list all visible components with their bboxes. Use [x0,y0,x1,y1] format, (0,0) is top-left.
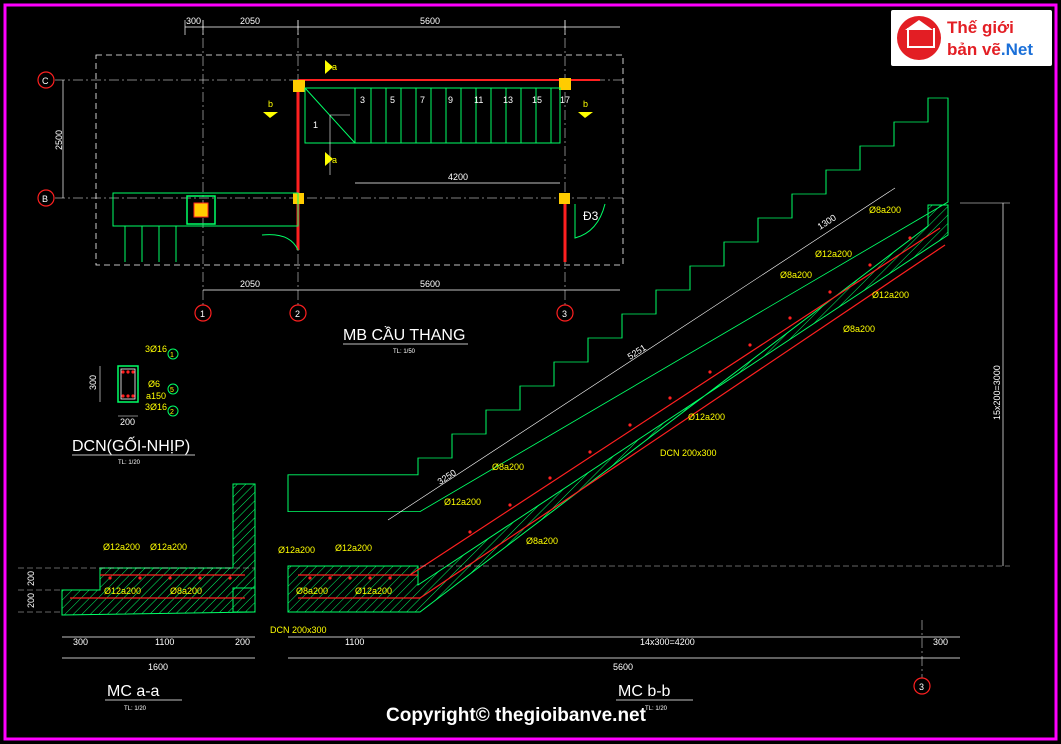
cut-a-top: a [332,62,337,72]
grid-row-c: C [42,76,49,86]
step-3: 3 [360,95,365,105]
bb-rebar-13: Ø8a200 [869,205,901,215]
step-15: 15 [532,95,542,105]
grid-col-3: 3 [562,309,567,319]
bb-title: MC b-b [618,683,671,700]
bb-height-dim: 15x200=3000 [992,365,1002,420]
bb-rebar-9: Ø8a200 [843,324,875,334]
cut-a-bottom: a [332,155,337,165]
bb-rebar-12: Ø12a200 [815,249,852,259]
step-13: 13 [503,95,513,105]
plan-top-dim-3: 5600 [420,16,440,26]
bb-rebar-2: Ø12a200 [335,543,372,553]
bb-rebar-11: Ø8a200 [780,270,812,280]
beam-label-bottom: 3Ø16 [145,402,167,412]
step-11: 11 [474,95,483,105]
aa-dim-2: 1100 [155,637,174,647]
beam-marker-2: 2 [170,409,174,416]
beam-height: 300 [88,375,98,390]
beam-label-spacing: a150 [146,391,166,401]
plan-top-dim-2: 2050 [240,16,260,26]
beam-title: DCN(GỐI-NHỊP) [72,435,190,455]
step-7: 7 [420,95,425,105]
cut-b-right: b [583,99,588,109]
door-label: Đ3 [583,209,599,223]
bb-slope-dim-2: 5251 [626,342,648,361]
beam-label-stirrup: Ø6 [148,379,160,389]
section-bb: Ø12a200 Ø12a200 Ø8a200 Ø12a200 Ø8a200 Ø1… [278,97,1010,712]
bb-rebar-5: Ø8a200 [526,536,558,546]
step-1: 1 [313,120,318,130]
stair-plan: 300 2050 5600 C B 2500 1 2 3 2050 5600 [37,16,625,355]
grid-col-2: 2 [295,309,300,319]
beam-label-top: 3Ø16 [145,344,167,354]
step-5: 5 [390,95,395,105]
aa-rebar-4: Ø8a200 [170,586,202,596]
plan-side-dim: 2500 [54,130,64,150]
logo-line-2: bản vẽ.Net [947,40,1033,60]
section-aa: 200 200 Ø12a200 Ø12a200 Ø12a200 Ø8a200 D… [18,483,327,712]
bb-dim-1: 1100 [345,637,364,647]
bb-slope-dim-1: 1300 [816,212,838,231]
aa-beam: DCN 200x300 [270,625,327,635]
plan-run-dim: 4200 [448,172,468,182]
bb-rebar-8: Ø12a200 [688,412,725,422]
bb-rebar-10: Ø12a200 [872,290,909,300]
step-17: 17 [560,95,570,105]
aa-dim-1: 300 [73,637,88,647]
plan-top-dim-1: 300 [186,16,201,26]
aa-rebar-3: Ø12a200 [104,586,141,596]
aa-scale: TL: 1/20 [124,706,147,712]
cut-b-left: b [268,99,273,109]
step-9: 9 [448,95,453,105]
beam-scale: TL: 1/20 [118,460,141,466]
bb-dim-3: 300 [933,637,948,647]
aa-total: 1600 [148,662,168,672]
logo-text-net: .Net [1000,40,1033,59]
bb-rebar-4: Ø12a200 [355,586,392,596]
rebar-dots [108,236,912,580]
bb-rebar-6: Ø12a200 [444,497,481,507]
bb-dim-2: 14x300=4200 [640,637,695,647]
drawing-frame [3,3,1058,741]
logo-line-1: Thế giới [947,18,1014,37]
house-icon [897,16,941,60]
plan-bottom-dim-1: 2050 [240,279,260,289]
bb-total: 5600 [613,662,633,672]
plan-scale: TL: 1/50 [393,349,416,355]
aa-rebar-2: Ø12a200 [150,542,187,552]
aa-level-1: 200 [26,571,36,586]
bb-rebar-1: Ø12a200 [278,545,315,555]
bb-grid: 3 [919,682,924,692]
grid-row-b: B [42,194,48,204]
bb-rebar-3: Ø8a200 [296,586,328,596]
plan-bottom-dim-2: 5600 [420,279,440,289]
plan-title: MB CẦU THANG [343,325,465,344]
bb-slope-dim-3: 3250 [436,467,458,486]
aa-rebar-1: Ø12a200 [103,542,140,552]
beam-detail: 300 200 3Ø16 Ø6 a150 3Ø16 1 5 2 DCN(GỐI-… [72,344,195,466]
copyright-text: Copyright© thegioibanve.net [386,705,646,726]
bb-scale: TL: 1/20 [645,706,668,712]
aa-level-2: 200 [26,593,36,608]
aa-title: MC a-a [107,683,160,700]
logo-text-banve: bản vẽ [947,40,1001,59]
site-logo: Thế giới bản vẽ.Net [891,10,1052,66]
aa-dim-3: 200 [235,637,250,647]
bb-beam: DCN 200x300 [660,448,717,458]
beam-marker-1: 1 [170,352,174,359]
grid-col-1: 1 [200,309,205,319]
beam-marker-5: 5 [170,387,174,394]
bb-rebar-7: Ø8a200 [492,462,524,472]
beam-width: 200 [120,417,135,427]
